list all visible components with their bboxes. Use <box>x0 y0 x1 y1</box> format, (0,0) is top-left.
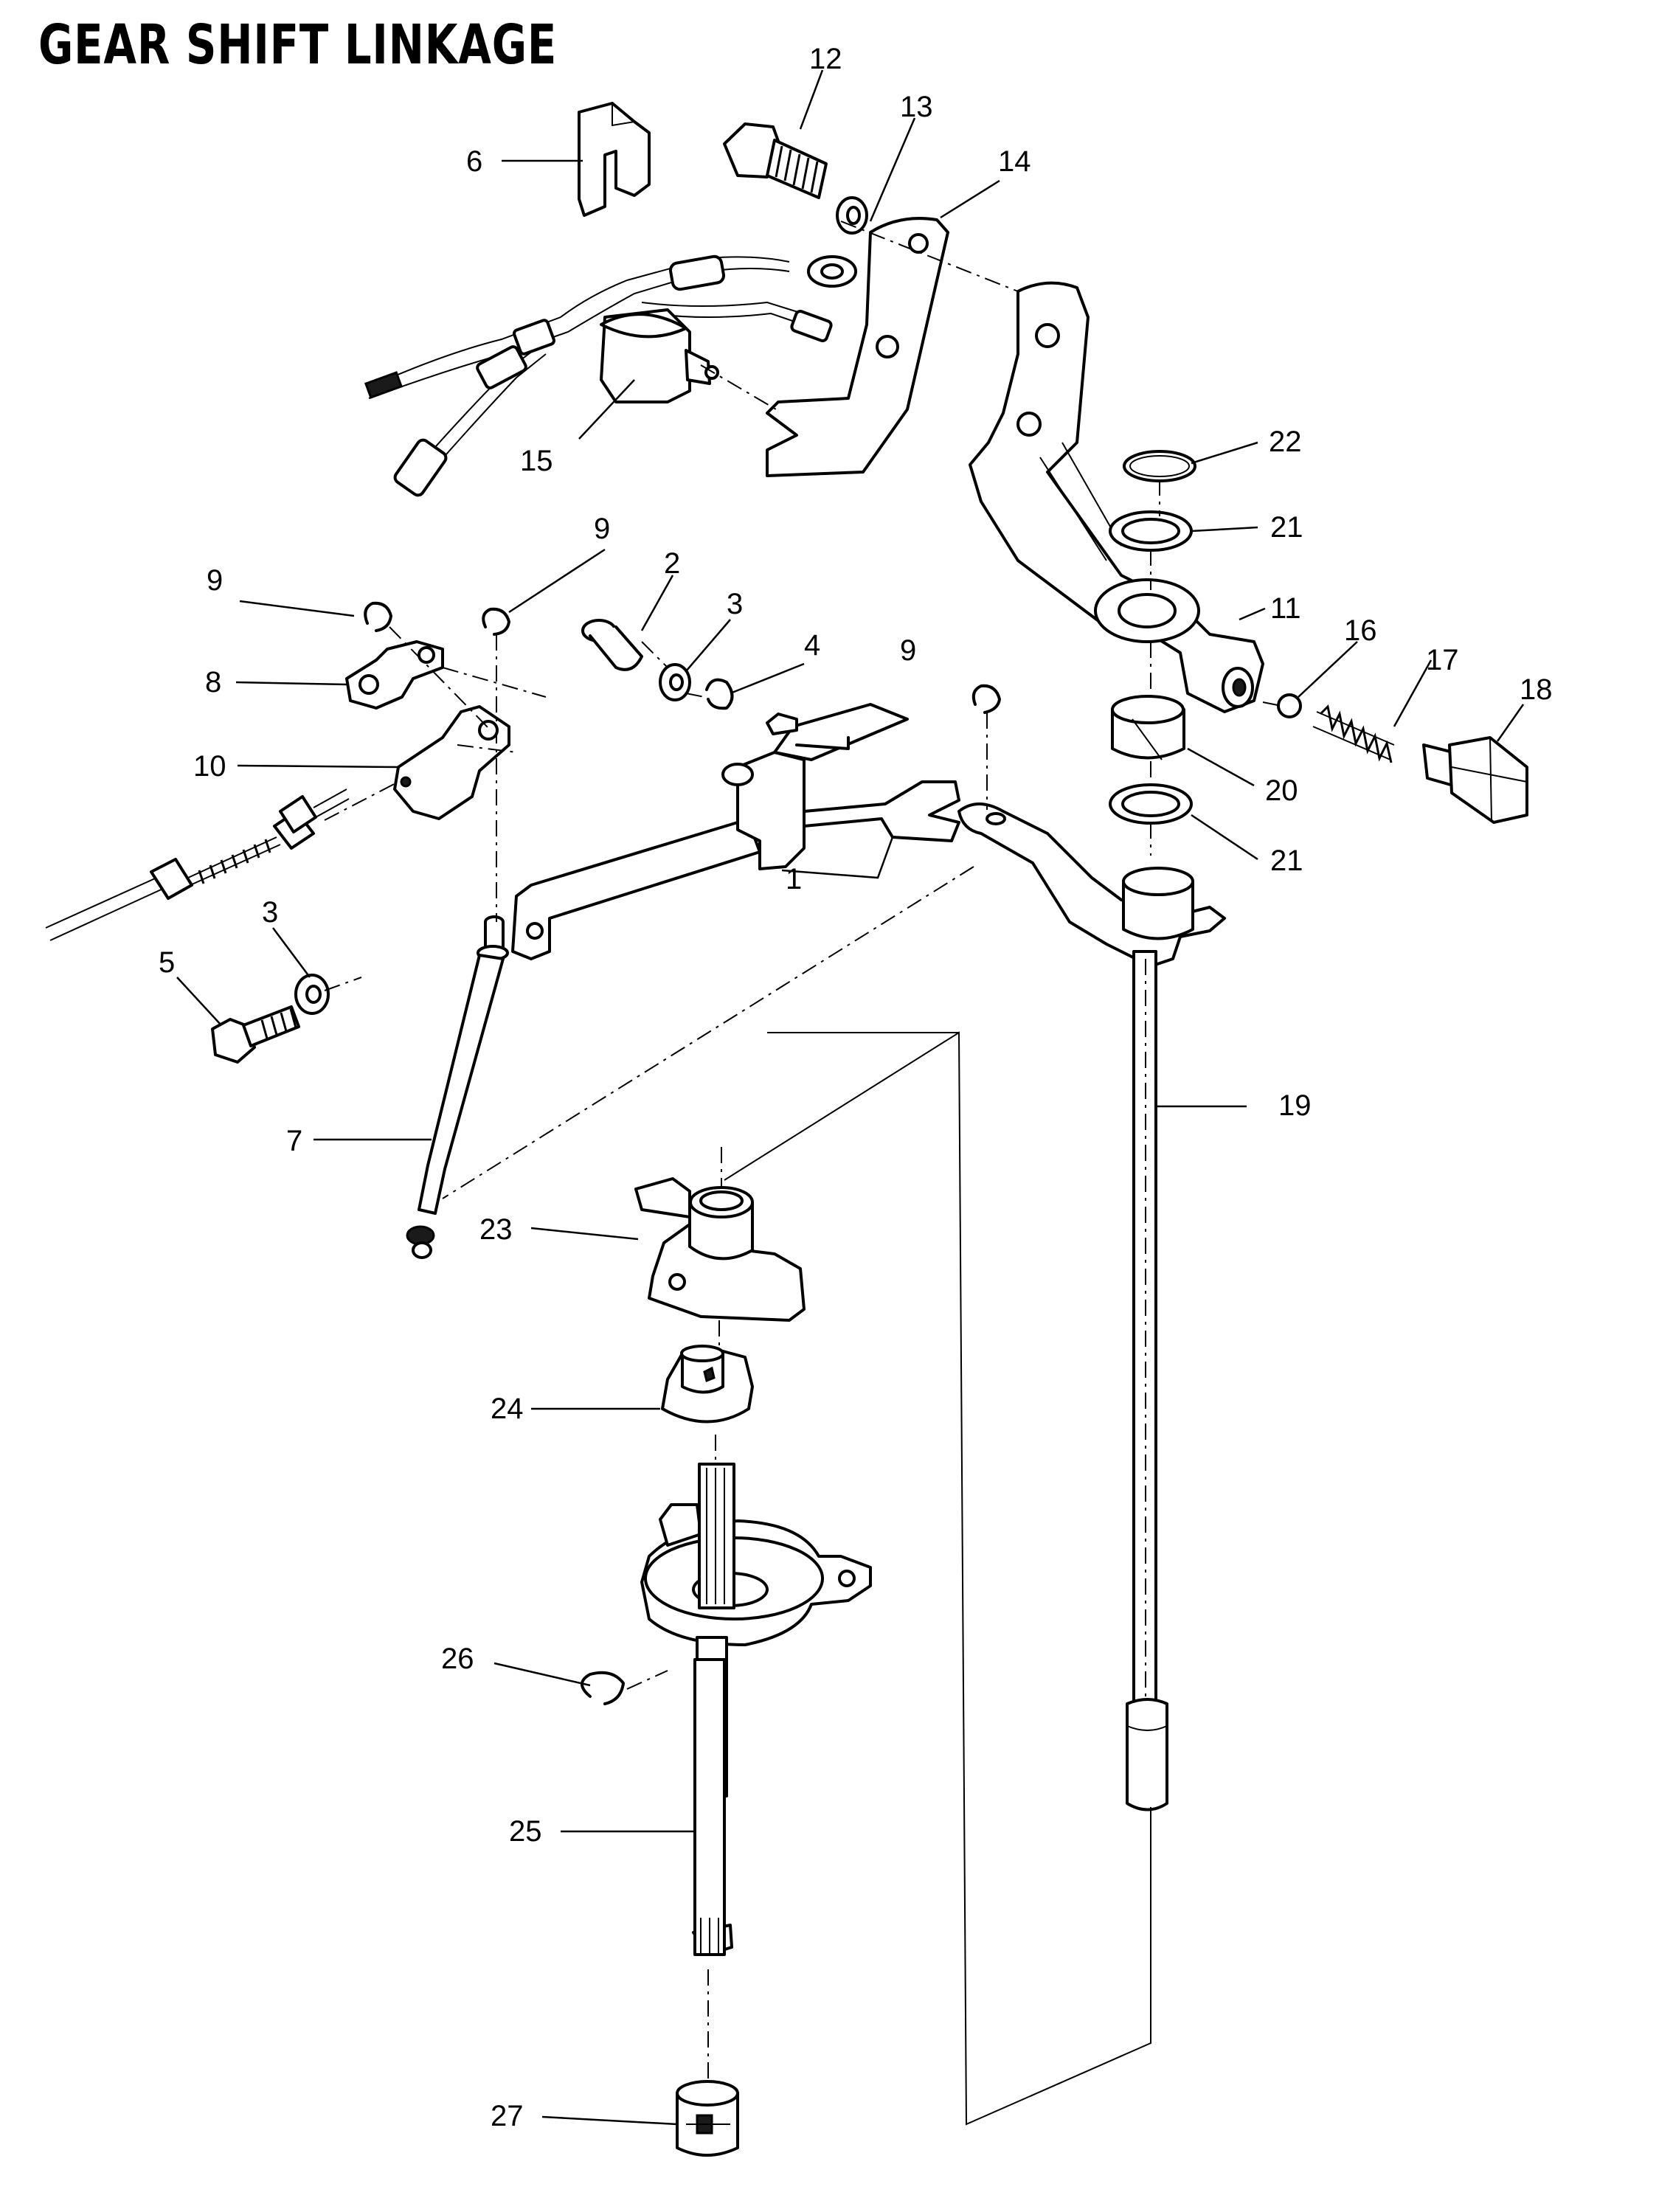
label-25: 25 <box>509 1815 542 1848</box>
label-15: 15 <box>520 445 553 477</box>
part-17-spring <box>1312 704 1395 763</box>
label-10: 10 <box>193 750 226 783</box>
part-24-shift-cam <box>661 1345 754 1424</box>
label-26: 26 <box>441 1643 474 1675</box>
leader-lines <box>176 69 1525 2126</box>
label-9-right: 9 <box>900 634 916 667</box>
label-13: 13 <box>900 91 933 123</box>
label-12: 12 <box>809 43 842 75</box>
part-9-ering-2 <box>482 607 510 636</box>
part-5-bolt <box>211 1005 300 1064</box>
part-1-shift-arm <box>511 703 960 960</box>
label-22: 22 <box>1269 426 1302 458</box>
part-8-joint-lever <box>345 640 444 710</box>
label-6: 6 <box>466 145 482 178</box>
label-4: 4 <box>804 629 820 662</box>
label-23: 23 <box>479 1213 513 1246</box>
label-17: 17 <box>1426 644 1459 676</box>
part-21-washer-lower <box>1109 783 1193 825</box>
label-9-mid: 9 <box>594 513 610 545</box>
part-3-washer-upper <box>659 663 691 701</box>
part-2-pin <box>581 619 643 671</box>
assembly-lines <box>324 221 1278 2126</box>
label-1: 1 <box>786 863 802 895</box>
part-4-clip <box>705 678 734 710</box>
label-27: 27 <box>491 2100 524 2132</box>
part-25-shift-shaft <box>640 1463 872 1956</box>
part-15-switch <box>364 254 857 497</box>
shift-cable <box>45 788 350 941</box>
part-13-washer <box>836 196 868 235</box>
label-21-lower: 21 <box>1270 845 1303 877</box>
part-3-washer-lower <box>294 974 330 1015</box>
part-26-ering <box>581 1671 625 1705</box>
label-3-lower: 3 <box>262 896 278 929</box>
part-16-ball <box>1277 693 1302 718</box>
part-9-ering-1 <box>364 601 392 632</box>
label-2: 2 <box>664 547 680 580</box>
label-20: 20 <box>1265 774 1298 807</box>
part-10-joint <box>393 705 510 820</box>
part-18-plug <box>1422 736 1528 824</box>
part-22-circlip <box>1123 450 1196 482</box>
part-9-ering-3 <box>971 684 1001 714</box>
part-19-shift-rod <box>957 802 1226 1811</box>
label-9-left: 9 <box>207 564 223 597</box>
label-7: 7 <box>286 1125 302 1157</box>
part-21-washer-upper <box>1109 510 1193 552</box>
label-18: 18 <box>1520 673 1553 706</box>
label-11: 11 <box>1270 592 1301 625</box>
part-6-clip <box>578 102 651 217</box>
part-11-shift-lever <box>969 281 1264 713</box>
label-24: 24 <box>491 1393 524 1425</box>
part-12-bolt <box>723 122 828 199</box>
diagram-title: GEAR SHIFT LINKAGE <box>38 13 558 77</box>
part-14-bracket <box>766 217 949 477</box>
part-23-cam-holder <box>634 1177 806 1322</box>
label-21-upper: 21 <box>1270 511 1303 544</box>
label-16: 16 <box>1344 614 1377 647</box>
part-7-link-rod <box>406 915 509 1259</box>
label-19: 19 <box>1278 1089 1312 1122</box>
part-number-labels: 12 13 14 6 15 22 21 11 16 17 18 20 21 19… <box>159 43 1553 2132</box>
label-3-upper: 3 <box>727 588 743 620</box>
part-27-coupler <box>676 2080 739 2157</box>
label-5: 5 <box>159 946 175 979</box>
part-20-bushing <box>1111 695 1185 760</box>
label-8: 8 <box>205 666 221 698</box>
label-14: 14 <box>998 145 1031 178</box>
